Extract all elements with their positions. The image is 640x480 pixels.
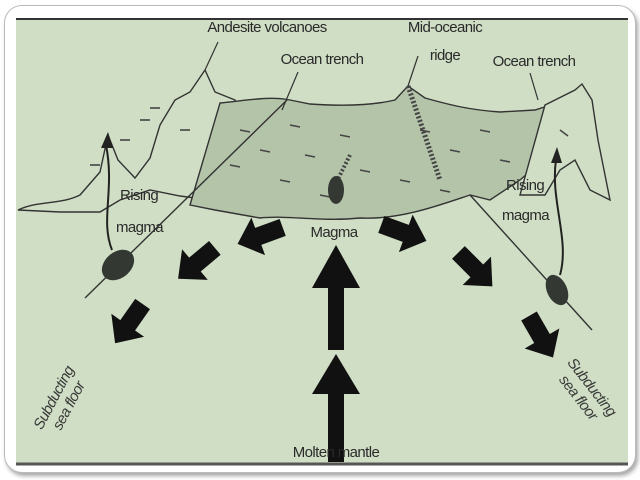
diagram-background: [16, 18, 628, 465]
oceanic-crust: [189, 85, 591, 220]
magma-blob-center: [328, 176, 344, 204]
arrow-left-2: [178, 240, 221, 280]
arrow-right-3: [521, 311, 560, 358]
arrow-up-upper: [312, 245, 360, 350]
rising-magma-arrow-right: [553, 159, 564, 276]
label-magma-right: magma: [502, 207, 550, 224]
label-magma: Magma: [310, 224, 358, 241]
label-ocean-trench-right: Ocean trench: [493, 53, 576, 70]
sediment-texture: [90, 107, 569, 198]
label-molten-mantle: Molten mantle: [293, 444, 380, 461]
convection-arrows: [111, 214, 560, 462]
label-pointers: [204, 41, 539, 111]
left-continent: [17, 68, 241, 213]
arrow-right-2: [452, 246, 493, 287]
label-ocean-trench-left: Ocean trench: [281, 51, 364, 68]
arrow-left-1: [237, 217, 286, 256]
label-magma-left: magma: [116, 219, 164, 236]
arrow-up-lower: [312, 354, 360, 462]
label-mid-oceanic: Mid-oceanic: [408, 19, 483, 36]
label-andesite-volcanoes: Andesite volcanoes: [207, 19, 326, 36]
arrow-right-1: [378, 214, 427, 253]
right-subduction-line: [469, 194, 593, 331]
arrow-left-3: [111, 298, 150, 344]
label-ridge: ridge: [430, 47, 461, 64]
rising-magma-arrow-left: [105, 144, 113, 251]
magma-blob-right: [545, 274, 569, 306]
magma-blob-left: [101, 249, 135, 281]
ridge-vent: [405, 85, 443, 181]
label-rising-left: Rising: [120, 187, 158, 204]
right-continent: [519, 82, 611, 202]
label-rising-right: Rising: [506, 177, 544, 194]
